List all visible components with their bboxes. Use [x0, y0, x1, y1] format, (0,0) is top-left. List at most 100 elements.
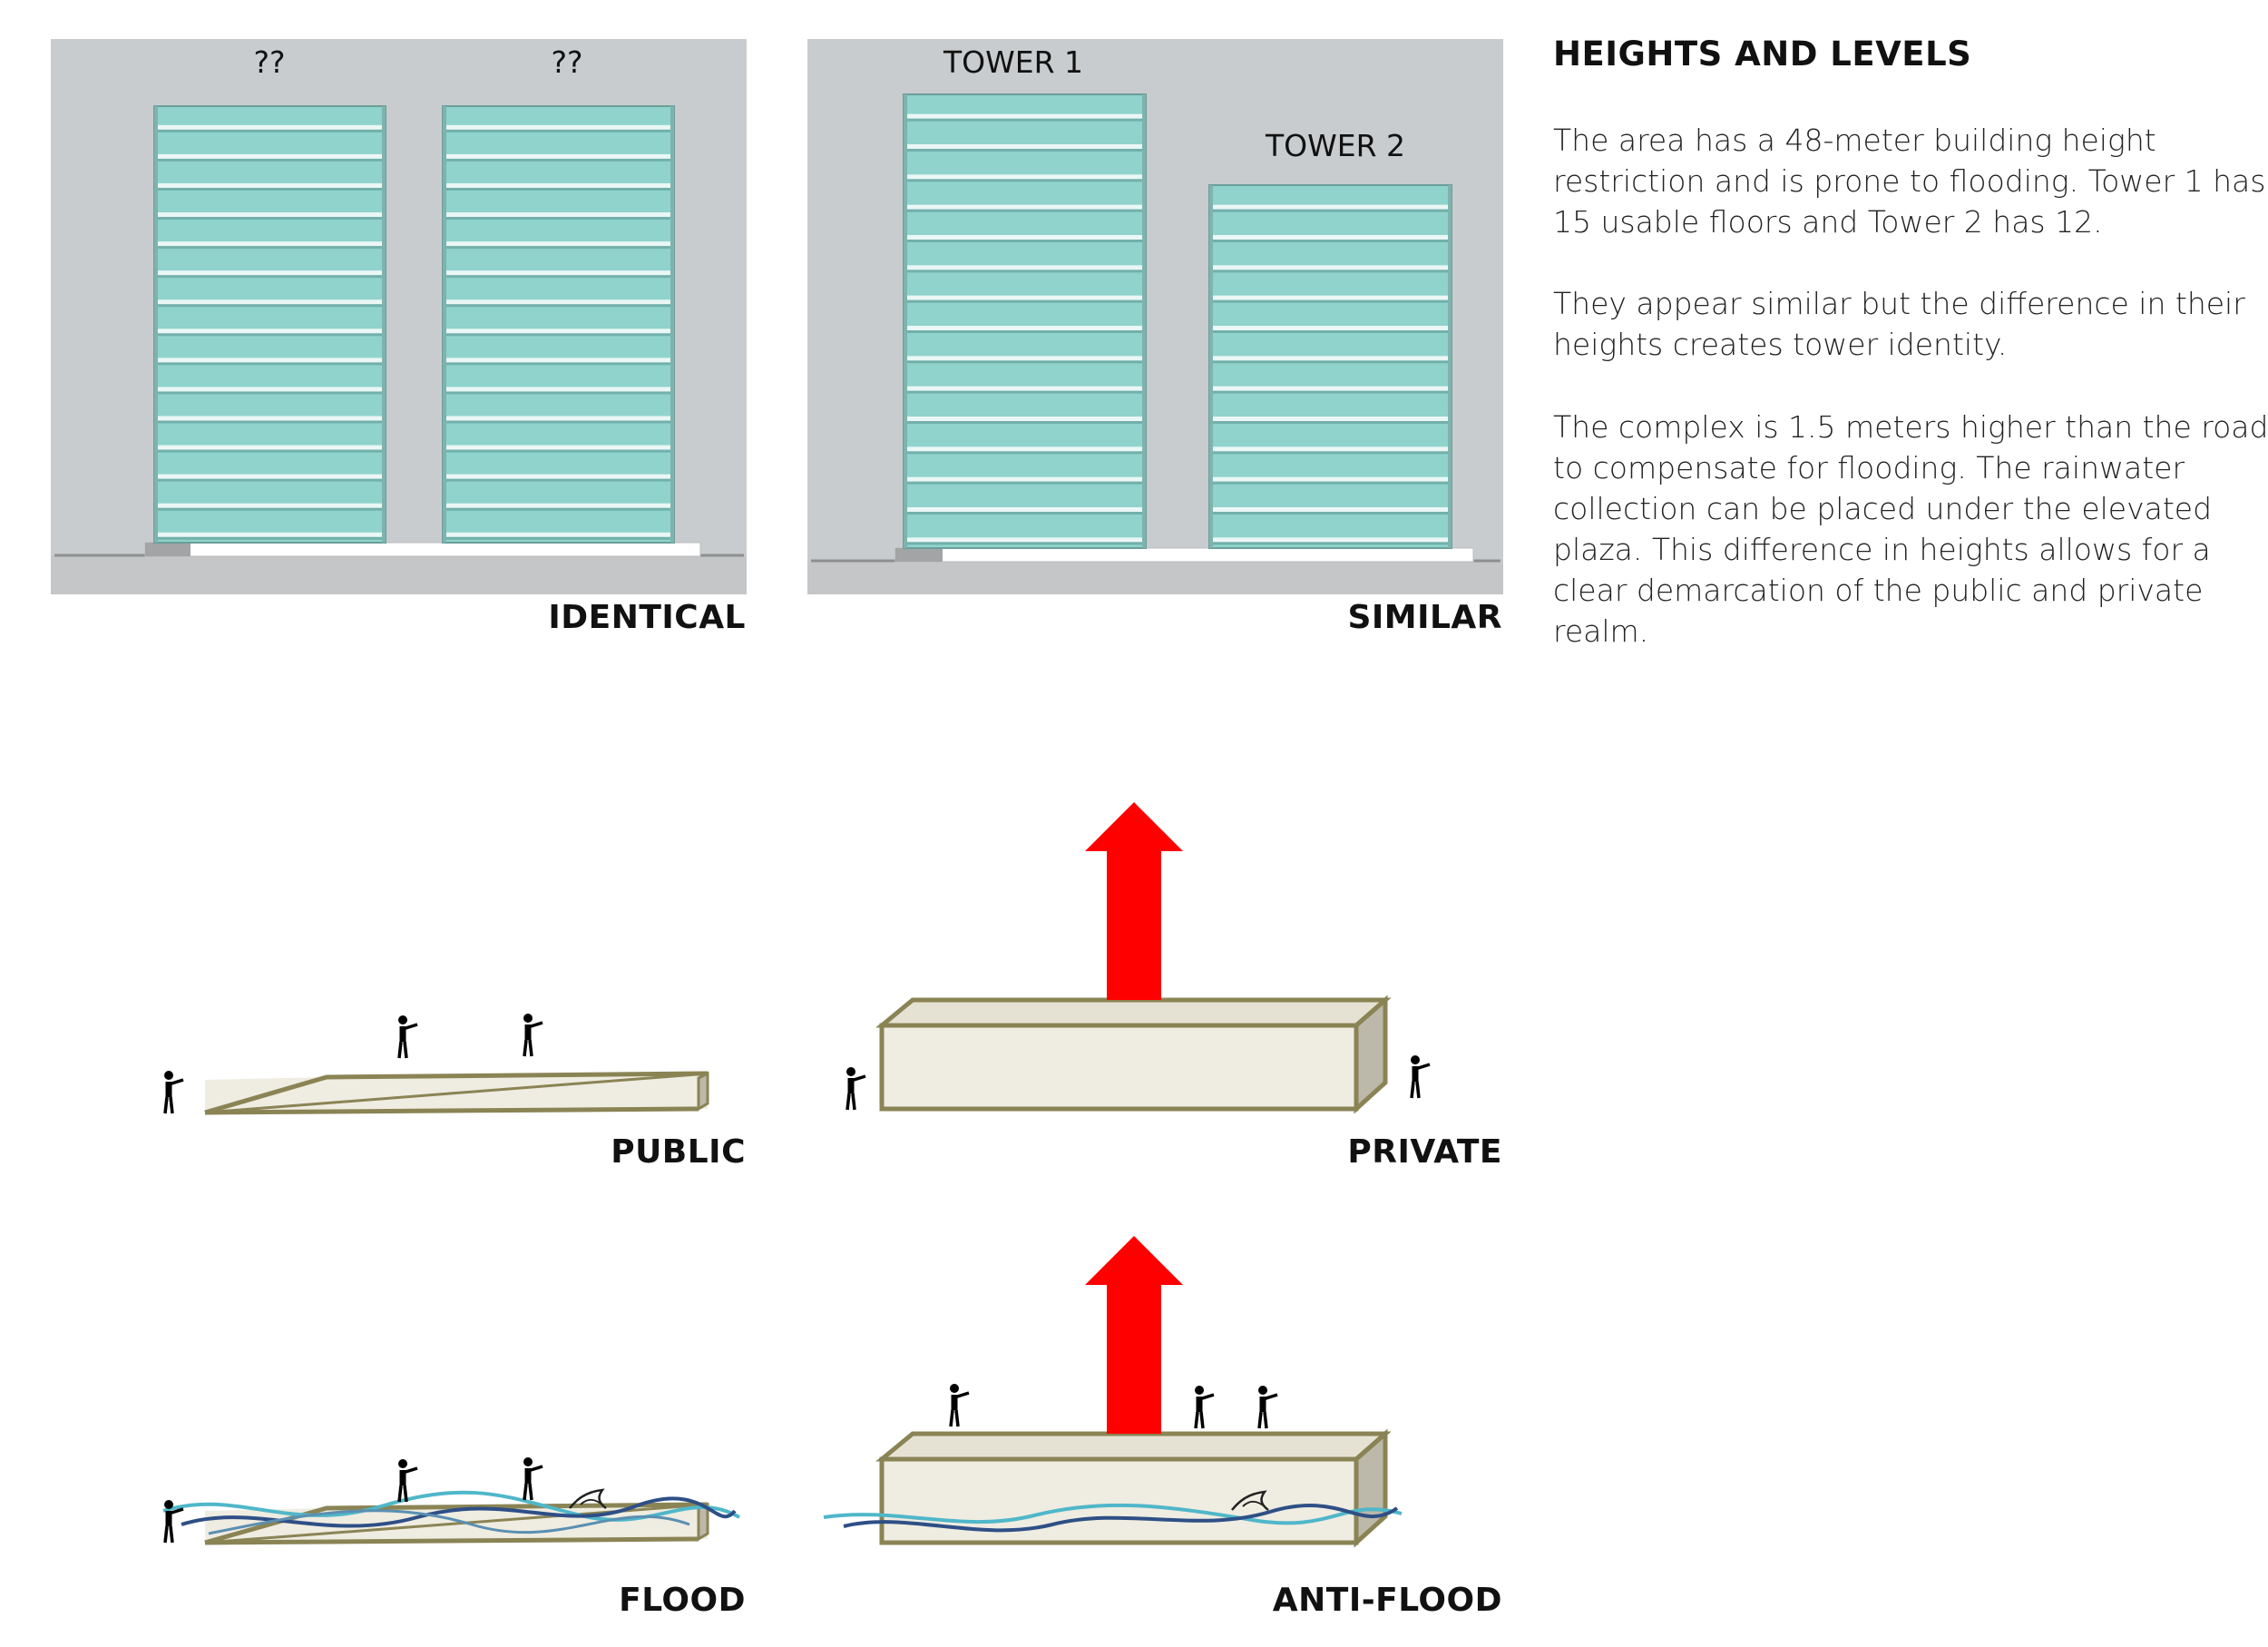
tower-mullion [382, 106, 386, 543]
floor-shadow [158, 536, 382, 540]
block-top [875, 1431, 1392, 1462]
floor-shadow [446, 304, 670, 308]
floor-slab [907, 446, 1142, 452]
floor-slab [158, 124, 382, 130]
floor-slab [158, 358, 382, 363]
floor-shadow [158, 478, 382, 482]
floor-slab [907, 417, 1142, 421]
floor-slab [1213, 235, 1448, 240]
floor-shadow [446, 275, 670, 279]
floor-shadow [446, 449, 670, 453]
person-icon [1409, 1054, 1432, 1100]
floor-slab [1213, 326, 1448, 330]
floor-slab [158, 212, 382, 218]
floor-slab [158, 241, 382, 247]
floor-shadow [446, 246, 670, 250]
floor-slab [158, 474, 382, 479]
block-top [875, 997, 1392, 1028]
tower-2-label: TOWER 2 [1265, 128, 1405, 163]
floor-shadow [907, 360, 1142, 364]
tower-facade [442, 105, 675, 544]
tower-mullion [670, 106, 674, 543]
floor-slab [158, 387, 382, 392]
floor-slab [446, 387, 670, 392]
water-wave [843, 1504, 1399, 1533]
tower-right [442, 105, 675, 544]
floor-shadow [1213, 240, 1448, 242]
floor-slab [158, 503, 382, 508]
floor-shadow [907, 330, 1142, 333]
floor-slab [446, 299, 670, 305]
floor-slab [907, 174, 1142, 180]
floor-slab [158, 299, 382, 305]
paragraph-height-restriction: The area has a 48-meter building height … [1553, 123, 2266, 240]
floor-shadow [446, 536, 670, 540]
person-icon [1193, 1384, 1216, 1430]
floor-slab [907, 537, 1142, 543]
floor-shadow [907, 149, 1142, 152]
floor-shadow [446, 478, 670, 482]
floor-slab [907, 326, 1142, 330]
floor-shadow [158, 129, 382, 132]
private-caption: PRIVATE [1347, 1133, 1502, 1171]
person-icon [845, 1065, 867, 1112]
tower-mullion [443, 106, 446, 543]
floor-shadow [907, 299, 1142, 303]
floor-slab [907, 507, 1142, 512]
floor-shadow [446, 187, 670, 191]
floor-slab [158, 532, 382, 537]
tower-facade [903, 93, 1147, 549]
floor-shadow [907, 118, 1142, 122]
floor-slab [907, 144, 1142, 149]
floor-shadow [158, 304, 382, 308]
tower-facade [153, 105, 386, 544]
floor-shadow [446, 391, 670, 395]
tower-right-label: ?? [551, 44, 582, 80]
person-icon [1256, 1384, 1279, 1430]
floor-slab [446, 474, 670, 479]
tower-left [153, 105, 386, 544]
floor-slab [158, 153, 382, 159]
tower-1-label: TOWER 1 [943, 44, 1083, 80]
floor-slab [1213, 265, 1448, 270]
floor-shadow [1213, 390, 1448, 394]
water-wave [181, 1496, 737, 1528]
floor-slab [1213, 356, 1448, 361]
floor-slab [1213, 204, 1448, 210]
floor-slab [446, 182, 670, 188]
floor-shadow [1213, 330, 1448, 333]
floor-slab [1213, 476, 1448, 482]
floor-shadow [907, 390, 1142, 394]
block-side [1354, 995, 1388, 1114]
floor-shadow [446, 507, 670, 511]
tower-mullion [1142, 94, 1146, 548]
floor-slab [907, 204, 1142, 210]
floor-slab [446, 503, 670, 508]
floor-shadow [1213, 299, 1448, 303]
flood-caption: FLOOD [619, 1582, 746, 1619]
floor-shadow [158, 187, 382, 191]
floor-shadow [446, 158, 670, 162]
tower-2 [1208, 184, 1452, 549]
floor-slab [907, 113, 1142, 119]
flood-diagram [162, 1456, 741, 1545]
floor-shadow [1213, 270, 1448, 273]
floor-shadow [158, 362, 382, 366]
block-front [879, 1023, 1359, 1112]
person-icon [522, 1456, 544, 1502]
floor-slab [158, 270, 382, 276]
identical-caption: IDENTICAL [548, 599, 746, 636]
water-wave [162, 1490, 741, 1522]
floor-shadow [907, 179, 1142, 182]
floor-slab [158, 328, 382, 334]
floor-shadow [1213, 512, 1448, 515]
floor-slab [446, 445, 670, 450]
floor-slab [907, 295, 1142, 300]
floor-shadow [158, 246, 382, 250]
floor-slab [446, 532, 670, 537]
public-diagram [162, 1012, 709, 1115]
floor-shadow [907, 481, 1142, 485]
floor-shadow [907, 512, 1142, 515]
person-icon [396, 1014, 419, 1060]
person-icon [948, 1382, 971, 1428]
